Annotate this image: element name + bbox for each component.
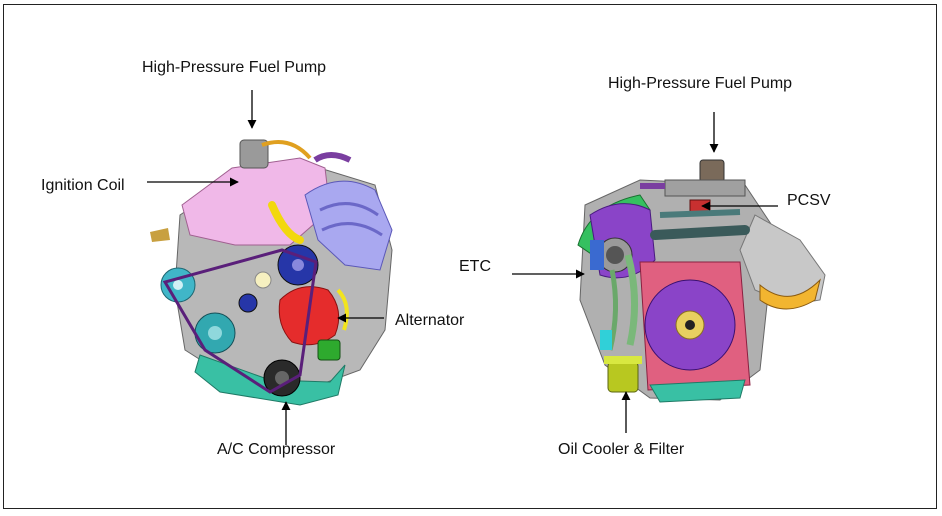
left-fuel-pump-body [239, 139, 269, 169]
left-engine-illustration [150, 139, 393, 406]
right-oil-filter [607, 361, 639, 393]
label-left-ignition-coil: Ignition Coil [41, 177, 125, 194]
label-right-oil-cooler-filter: Oil Cooler & Filter [558, 441, 685, 458]
label-left-ac-compressor: A/C Compressor [217, 441, 336, 458]
right-oil-pan [649, 379, 746, 403]
label-left-fuel-pump: High-Pressure Fuel Pump [142, 59, 327, 76]
left-belt [162, 248, 318, 394]
left-purple-pipe [313, 152, 352, 163]
left-intake-manifold [304, 180, 393, 271]
label-right-etc: ETC [459, 258, 491, 275]
left-pulley-small [238, 293, 258, 313]
right-engine-illustration [577, 159, 826, 403]
left-yellow-hose [268, 201, 304, 244]
leader-arrows [147, 90, 778, 445]
label-right-fuel-pump: High-Pressure Fuel Pump [608, 75, 793, 92]
label-left-alternator: Alternator [395, 312, 465, 329]
left-fuel-line [261, 140, 312, 160]
right-fuel-pump-body [699, 159, 725, 183]
label-right-pcsv: PCSV [787, 192, 831, 209]
